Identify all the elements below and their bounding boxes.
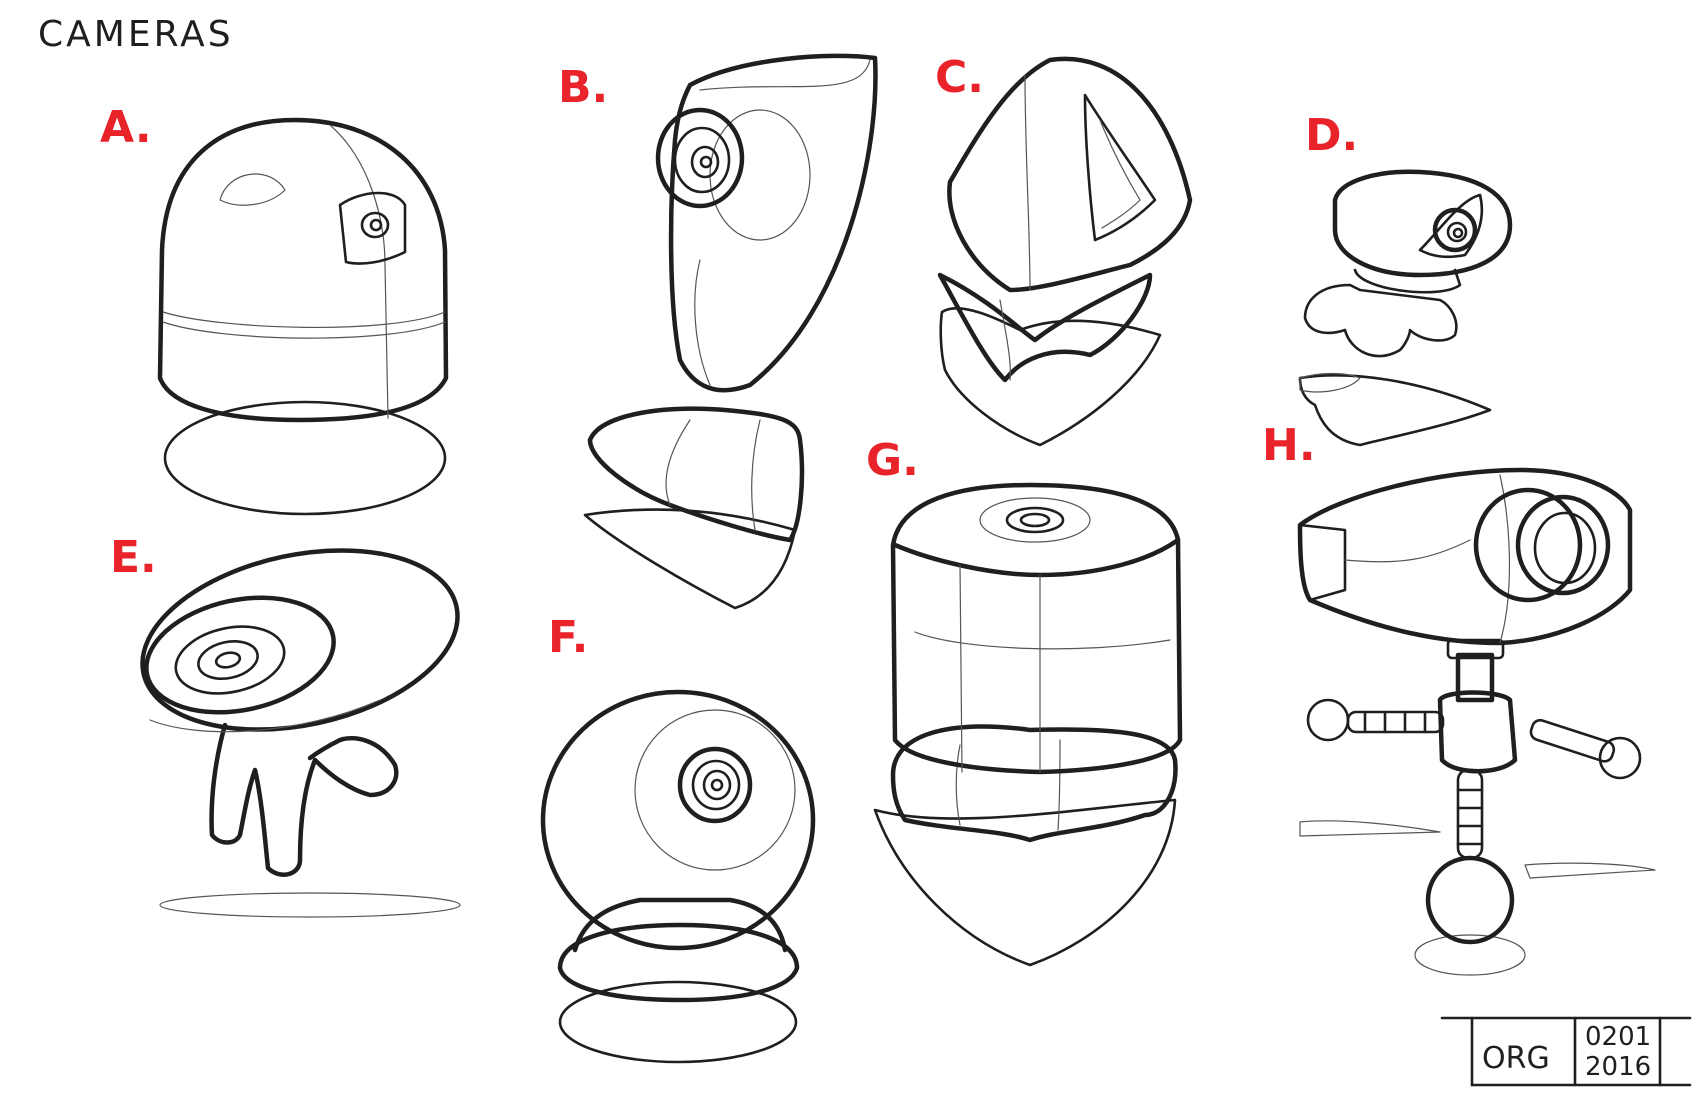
camera-h-drawing [1297, 467, 1656, 976]
label-f: F. [548, 612, 588, 663]
camera-a-drawing [157, 117, 449, 516]
camera-g-drawing [873, 482, 1183, 967]
label-c: C. [935, 52, 984, 103]
camera-d-drawing [1298, 169, 1513, 447]
camera-c-drawing [937, 56, 1193, 447]
camera-b-drawing [583, 53, 878, 610]
label-b: B. [558, 62, 608, 113]
signature-date-line1: 0201 [1585, 1022, 1651, 1052]
label-a: A. [100, 102, 152, 153]
label-h: H. [1262, 420, 1316, 471]
signature-box: ORG 0201 2016 [1440, 1016, 1692, 1087]
camera-f-drawing [540, 689, 816, 1064]
label-g: G. [866, 435, 919, 486]
label-e: E. [110, 532, 157, 583]
signature-date-line2: 2016 [1585, 1052, 1651, 1082]
page-title: CAMERAS [38, 14, 234, 55]
signature-initials: ORG [1482, 1041, 1550, 1076]
camera-e-drawing [140, 548, 461, 918]
label-d: D. [1305, 110, 1358, 161]
